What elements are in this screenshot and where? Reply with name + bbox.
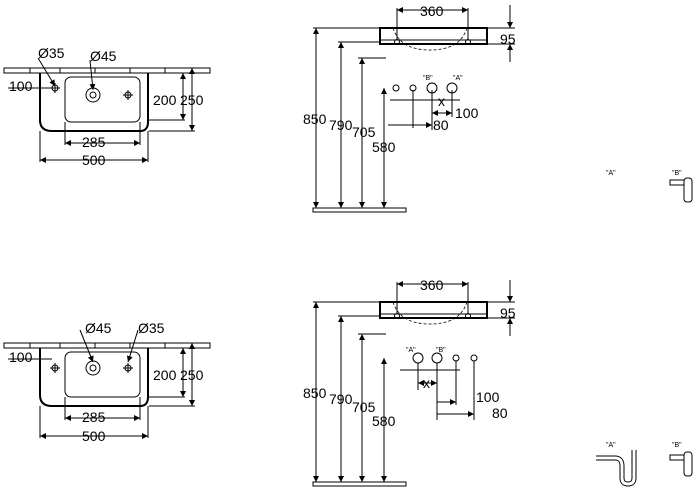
bowl-width-label: 285 xyxy=(82,409,106,425)
bottom-traps: "A" "B" xyxy=(596,442,693,487)
depth-inner-label: 200 xyxy=(153,92,177,108)
floor-band xyxy=(312,207,407,213)
trap-a xyxy=(596,175,635,213)
h580-label: 580 xyxy=(372,139,396,155)
total-width-label: 500 xyxy=(82,428,106,444)
trap-a-label: "A" xyxy=(606,442,616,449)
trap-a-label: "A" xyxy=(606,170,616,177)
hole-small-label: Ø35 xyxy=(138,320,165,336)
bottom-plan-view: Ø45 Ø35 100 200 250 285 500 xyxy=(3,320,211,444)
trap-b xyxy=(669,179,685,186)
trap-b xyxy=(669,454,685,461)
depth-total-label: 250 xyxy=(180,92,204,108)
basin-outline xyxy=(39,348,149,407)
label-a: "A" xyxy=(406,347,416,354)
label-b: "B" xyxy=(423,75,433,82)
h790-label: 790 xyxy=(329,391,353,407)
trap-a xyxy=(596,450,637,487)
top-traps: "A" "B" xyxy=(596,170,693,214)
d100-label: 100 xyxy=(455,105,479,121)
h580-label: 580 xyxy=(372,413,396,429)
trap-b-label: "B" xyxy=(672,170,682,177)
depth-inner-label: 200 xyxy=(153,367,177,383)
label-b: "B" xyxy=(436,347,446,354)
rim-label: 95 xyxy=(500,305,516,321)
d80-label: 80 xyxy=(433,117,449,133)
h850-label: 850 xyxy=(303,111,327,127)
hole-large-label: Ø45 xyxy=(90,48,117,64)
rim-label: 95 xyxy=(500,31,516,47)
top-side-view: 360 95 850 790 705 580 "B" "A" x 100 80 xyxy=(303,3,516,213)
trap-b-label: "B" xyxy=(672,442,682,449)
wall-band xyxy=(3,342,211,349)
span-label: 360 xyxy=(420,3,444,19)
bowl-outline xyxy=(64,351,141,398)
offset-label: 100 xyxy=(9,78,33,94)
wall-band xyxy=(3,67,211,74)
x-label: x xyxy=(438,93,445,109)
floor-band xyxy=(312,481,407,487)
bowl-width-label: 285 xyxy=(82,134,106,150)
d100-label: 100 xyxy=(476,389,500,405)
waste-hole xyxy=(85,360,101,376)
h850-label: 850 xyxy=(303,385,327,401)
total-width-label: 500 xyxy=(82,152,106,168)
label-a: "A" xyxy=(453,75,463,82)
hole-small-label: Ø35 xyxy=(38,45,65,61)
offset-label: 100 xyxy=(9,349,33,365)
d80-label: 80 xyxy=(492,405,508,421)
h790-label: 790 xyxy=(329,117,353,133)
top-plan-view: Ø35 Ø45 100 200 250 285 500 xyxy=(3,45,211,168)
span-label: 360 xyxy=(420,277,444,293)
depth-total-label: 250 xyxy=(180,367,204,383)
h705-label: 705 xyxy=(352,399,376,415)
waste-hole xyxy=(85,87,101,103)
hole-large-label: Ø45 xyxy=(85,320,112,336)
bottom-side-view: 360 95 850 790 705 580 "A" "B" x 100 80 xyxy=(303,277,516,487)
h705-label: 705 xyxy=(352,124,376,140)
bowl-outline xyxy=(64,76,141,123)
basin-outline xyxy=(39,73,149,132)
